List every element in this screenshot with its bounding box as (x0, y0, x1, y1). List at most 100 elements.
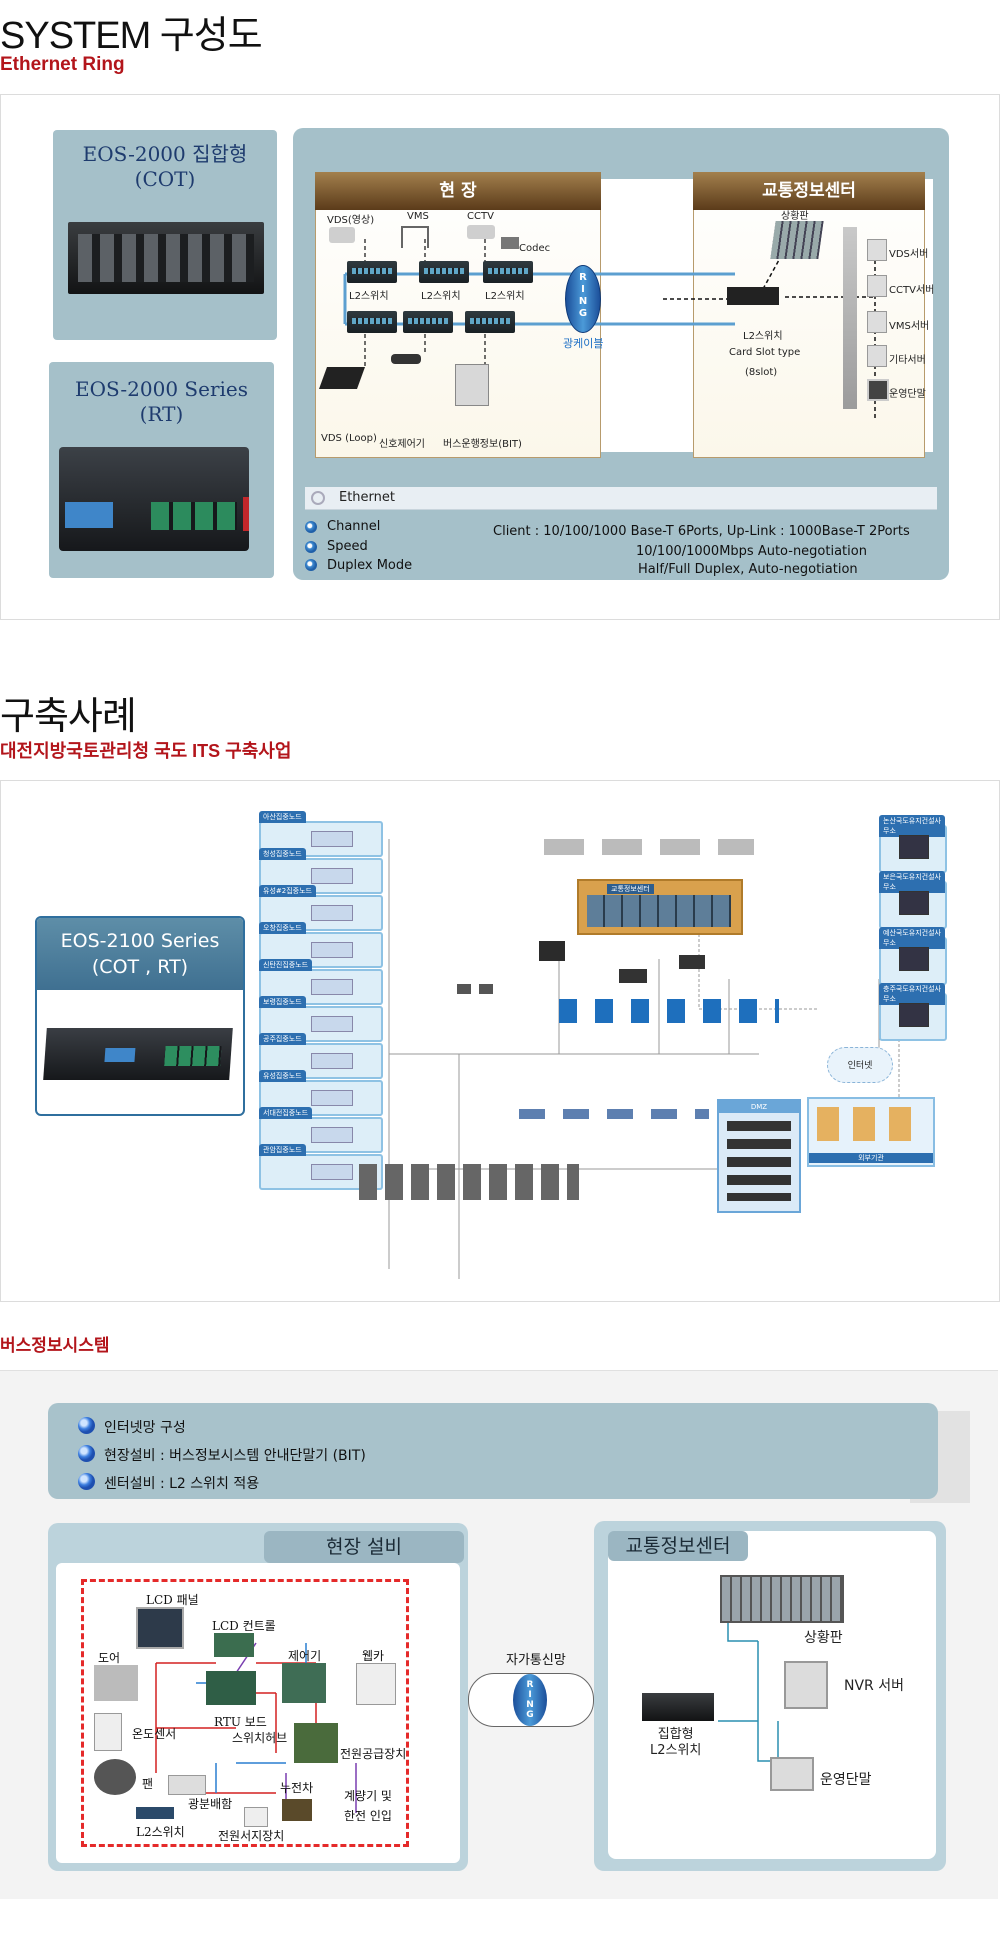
eos2100-name: EOS-2100 Series (60, 930, 220, 952)
bit-kiosk-icon (455, 364, 489, 406)
center-header: 교통정보센터 (693, 172, 925, 210)
bullet-icon (305, 559, 317, 571)
node-title: 오창집중노드 (259, 922, 306, 934)
spec-channel-label: Channel (327, 519, 381, 534)
spec-heading-bar: Ethernet (305, 487, 937, 510)
network-label: 자가통신망 (506, 1653, 566, 1668)
ring-letter-g: G (578, 308, 588, 319)
l2-switch-bottom-3 (465, 311, 515, 333)
server-row-top (544, 839, 754, 855)
spec-speed-value: 10/100/1000Mbps Auto-negotiation (636, 544, 867, 559)
label-lcd: LCD 패널 (146, 1593, 199, 1607)
controller-icon (282, 1663, 326, 1703)
label-center-l2: L2스위치 (743, 331, 783, 342)
l2-label-line1: 집합형 (657, 1727, 694, 1742)
bis-summary-box: 인터넷망 구성 현장설비 : 버스정보시스템 안내단말기 (BIT) 센터설비 … (48, 1403, 938, 1499)
section3-title: 버스정보시스템 (0, 1336, 110, 1355)
product-rt-box: EOS-2000 Series (RT) (49, 362, 274, 578)
l2-label-line2: L2스위치 (650, 1743, 702, 1758)
spec-duplex-label: Duplex Mode (327, 558, 413, 573)
label-ctrl: 제어기 (288, 1649, 322, 1663)
server-farm (359, 1164, 579, 1200)
display-board-icon (770, 221, 824, 259)
l2-switch-top-1 (347, 261, 397, 283)
fiber-cable-label: 광케이블 (563, 337, 604, 350)
ring-letter-i: I (581, 284, 585, 295)
eos2100-card: EOS-2100 Series (COT , RT) (35, 916, 245, 1116)
label-l2-1: L2스위치 (349, 291, 389, 302)
server-icon-4 (867, 345, 887, 367)
spec-duplex-value: Half/Full Duplex, Auto-negotiation (638, 562, 858, 577)
product-cot-name: EOS-2000 집합형 (82, 142, 248, 166)
l2-switch-top-2 (419, 261, 469, 283)
dmz-box: DMZ (717, 1099, 801, 1213)
node-title: 공주집중노드 (259, 1033, 306, 1045)
label-dist: 광분배함 (188, 1797, 233, 1811)
bis-bullet-2: 현장설비 : 버스정보시스템 안내단말기 (BIT) (104, 1448, 366, 1464)
label-door: 도어 (98, 1651, 121, 1665)
terminal-label: 운영단말 (820, 1772, 872, 1788)
bit-enclosure (81, 1579, 409, 1847)
temp-sensor-icon (94, 1713, 122, 1751)
internet-label: 인터넷 (847, 1061, 873, 1071)
l2-switch-top-3 (483, 261, 533, 283)
cctv-icon (467, 225, 495, 239)
label-inlet: 한전 인입 (344, 1809, 392, 1823)
spec-channel-value: Client : 10/100/1000 Base-T 6Ports, Up-L… (493, 524, 910, 539)
product-cot-box: EOS-2000 집합형 (COT) (53, 130, 277, 340)
label-srv3: VMS서버 (889, 321, 930, 332)
fan-icon (94, 1759, 136, 1795)
concentration-node: 유성집중노드 (259, 1070, 383, 1116)
concentration-node: 서대전집중노드 (259, 1107, 383, 1153)
backbone-switches (519, 1109, 709, 1119)
cot-chassis-image (68, 222, 264, 294)
label-vms: VMS (407, 211, 429, 222)
bullet-icon (78, 1417, 95, 1434)
bullet-icon (305, 541, 317, 553)
ring-letter-i: I (528, 1690, 532, 1700)
label-srv2: CCTV서버 (889, 285, 935, 296)
external-label: 외부기관 (809, 1153, 933, 1163)
ring-letter-g: G (526, 1710, 534, 1720)
product-rt-name: EOS-2000 Series (74, 377, 249, 401)
l2-switch-icon (136, 1807, 174, 1819)
ring-letter-r: R (579, 272, 587, 283)
breaker-icon (282, 1799, 312, 1821)
aggregated-l2-switch-icon (642, 1693, 714, 1721)
codec-icon (501, 237, 519, 249)
office-title: 충주국도유지건설사무소 (879, 983, 945, 1005)
terminal-icon (770, 1757, 814, 1791)
label-card-slot: Card Slot type (729, 347, 801, 358)
section1-subtitle: Ethernet Ring (0, 54, 125, 75)
label-vds: VDS(영상) (327, 215, 375, 226)
rt-switch-image (59, 447, 249, 551)
dmz-label: DMZ (719, 1101, 799, 1113)
switch-icon (679, 955, 705, 969)
label-leak: 누전차 (280, 1781, 314, 1795)
network-link: R I N G (468, 1673, 594, 1727)
lcd-controller-icon (214, 1633, 254, 1657)
label-temp: 온도센서 (132, 1727, 177, 1741)
server-icon-3 (867, 311, 887, 333)
product-cot-type: (COT) (134, 167, 196, 191)
center-board-label: 교통정보센터 (607, 884, 654, 894)
center-box: 교통정보센터 상황판 NVR 서버 집합형 L2스위치 운영단말 (594, 1521, 946, 1871)
label-cctv: CCTV (467, 211, 494, 222)
ring-letter-n: N (578, 296, 588, 307)
label-rtu: RTU 보드 (214, 1715, 267, 1729)
regional-office: 보은국도유지건설사무소 (879, 871, 947, 929)
server-icon-2 (867, 275, 887, 297)
bis-panel: 인터넷망 구성 현장설비 : 버스정보시스템 안내단말기 (BIT) 센터설비 … (0, 1370, 998, 1899)
label-switch-board: 스위치허브 (232, 1731, 288, 1745)
label-srv1: VDS서버 (889, 249, 929, 260)
surge-protector-icon (244, 1807, 268, 1827)
eos2100-type: (COT , RT) (91, 956, 189, 978)
bullet-icon (78, 1445, 95, 1462)
label-fan: 팬 (142, 1777, 154, 1791)
nvr-server-icon (784, 1661, 828, 1709)
regional-office: 논산국도유지건설사무소 (879, 815, 947, 873)
nvr-server-label: NVR 서버 (844, 1678, 904, 1694)
ethernet-ring-diagram: 현 장 교통정보센터 VDS(영상) VMS CCTV Codec (293, 128, 949, 580)
